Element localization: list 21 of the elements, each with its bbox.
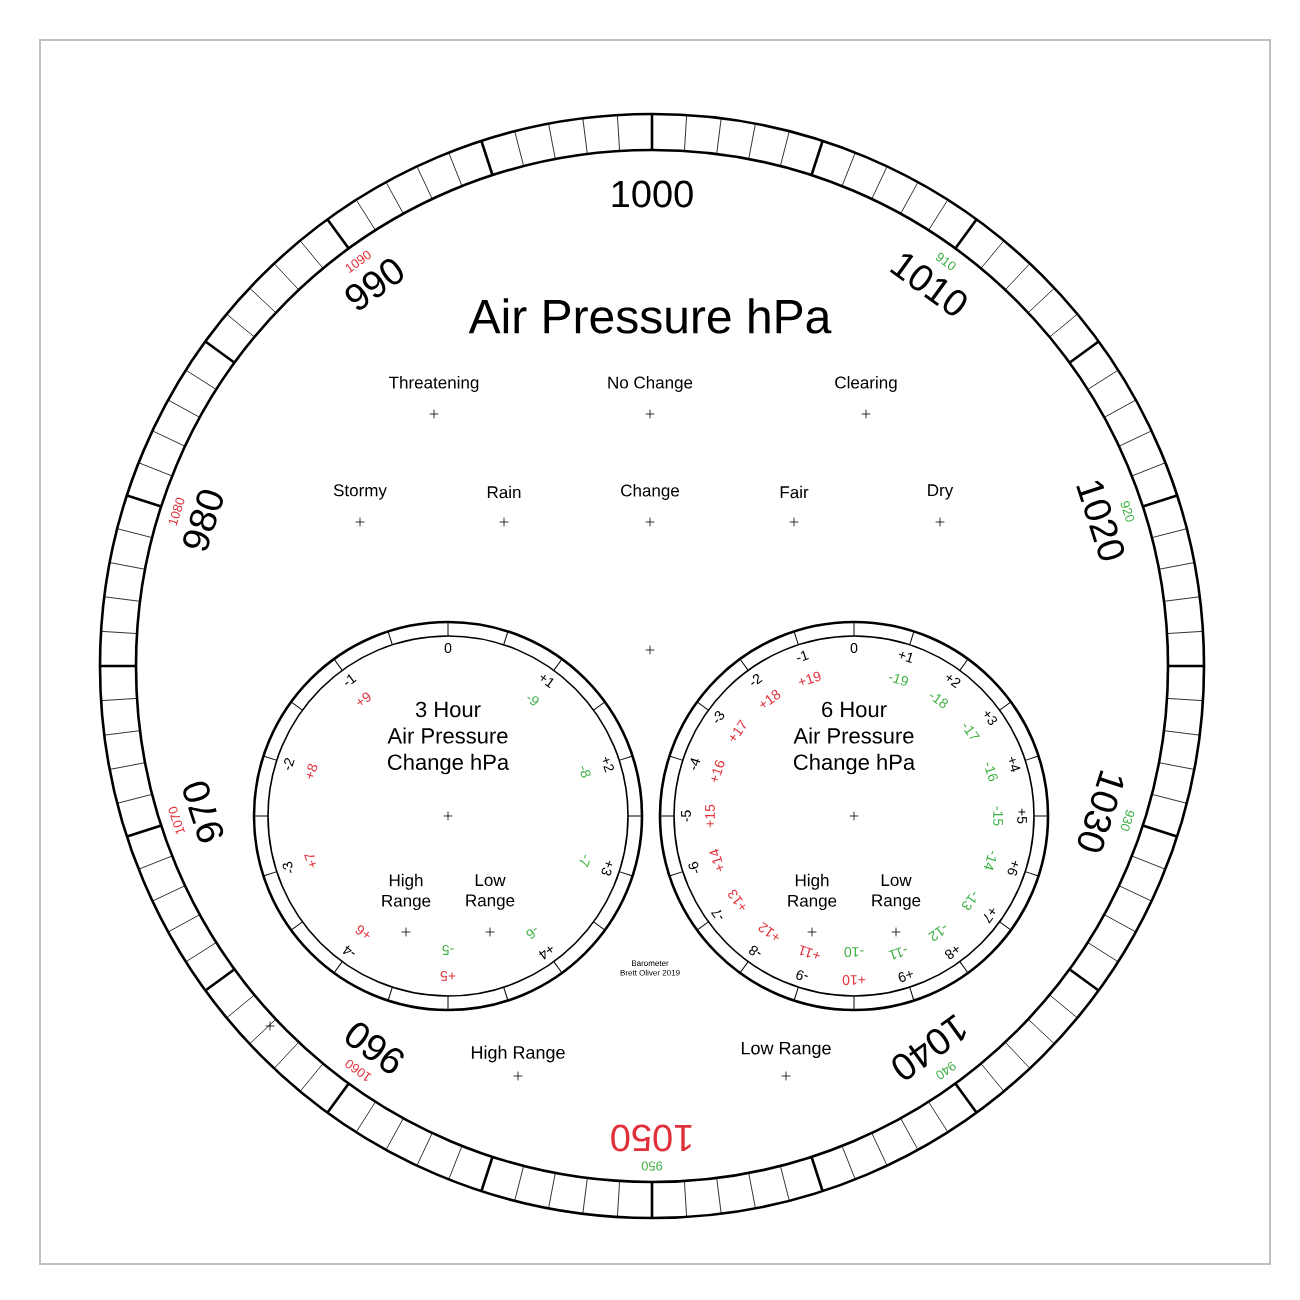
scale-number: 1020 [1076,480,1125,561]
range-label: Low Range [741,1041,831,1059]
range-label: High Range [471,1045,565,1063]
condition-label: Rain [487,485,521,499]
condition-label: Stormy [333,484,387,500]
condition-label: Clearing [835,376,897,392]
condition-label: Dry [928,484,954,500]
condition-label: Fair [780,485,809,499]
condition-label: Threatening [389,376,479,392]
dial-title: 6 Hour Air Pressure Change hPa [793,701,916,775]
dial-title: 3 Hour Air Pressure Change hPa [387,701,510,775]
condition-label: No Change [608,376,693,392]
scale-number: 1050 [611,1124,692,1152]
scale-number: 1000 [612,180,693,208]
range-label: Low Range [466,874,515,910]
scale-number: 980 [183,490,223,551]
range-label: High Range [788,873,837,911]
range-label: High Range [382,873,431,911]
range-label: Low Range [872,874,921,910]
title: Air Pressure hPa [468,298,832,334]
condition-label: Change [621,484,679,500]
